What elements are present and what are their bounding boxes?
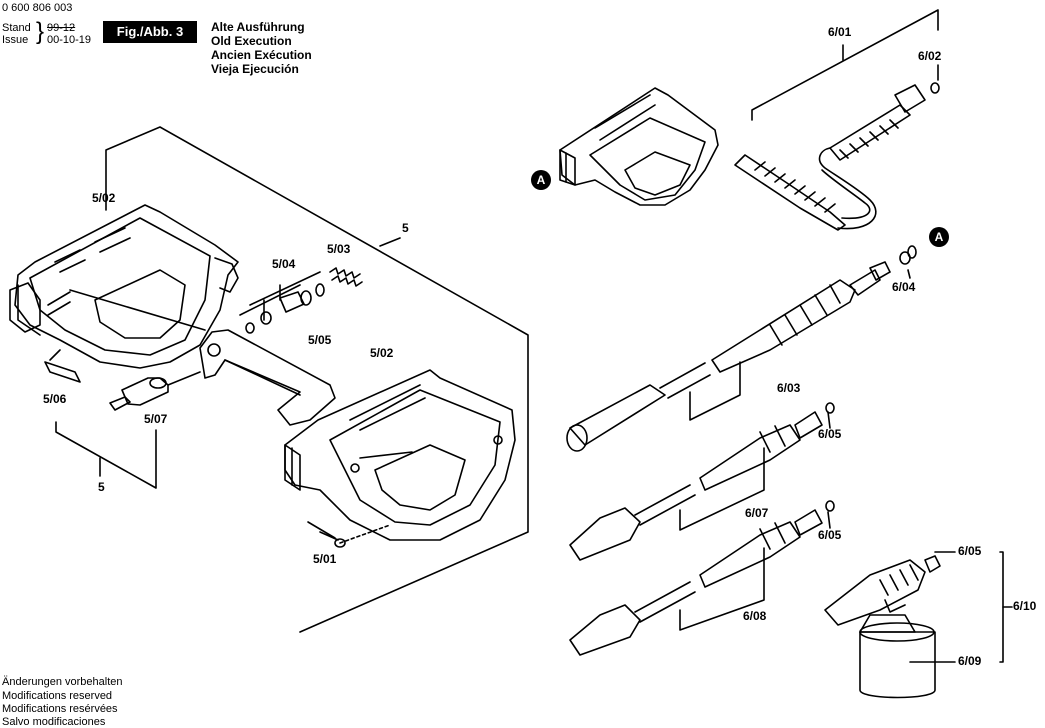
valve-parts [239,267,363,334]
label-6-03: 6/03 [777,381,801,395]
label-5-01: 5/01 [313,552,337,566]
group-6-brackets [679,9,1013,663]
label-6-04: 6/04 [892,280,916,294]
execution-fr: Ancien Exécution [211,48,312,62]
label-5: 5 [402,221,409,235]
label-5-06: 5/06 [43,392,67,406]
label-5-04: 5/04 [272,257,296,271]
label-5-07: 5/07 [144,412,168,426]
footer-de: Änderungen vorbehalten [2,676,123,688]
label-6-02: 6/02 [918,49,942,63]
lance-6-08 [569,500,835,656]
label-6-05-c: 6/05 [958,544,982,558]
execution-de: Alte Ausführung [211,20,305,34]
trigger-lever [199,329,336,426]
handle-housing-right [284,369,516,541]
label-6-05-b: 6/05 [818,528,842,542]
execution-es: Vieja Ejecución [211,62,299,76]
label-5-bottom: 5 [98,480,105,494]
label-5-05: 5/05 [308,333,332,347]
lance-6-03 [566,245,917,452]
label-5-02-top: 5/02 [92,191,116,205]
label-5-02-bottom: 5/02 [370,346,394,360]
brace-icon: } [36,18,45,45]
label-6-05-a: 6/05 [818,427,842,441]
label-5-03: 5/03 [327,242,351,256]
label-6-01: 6/01 [828,25,852,39]
new-date: 00-10-19 [47,34,92,46]
stand-label: Stand [2,22,31,34]
foam-nozzle [824,555,941,699]
label-6-10: 6/10 [1013,599,1037,613]
label-6-08: 6/08 [743,609,767,623]
label-6-09: 6/09 [958,654,982,668]
handle-housing-left [9,204,239,369]
issue-label: Issue [2,34,29,46]
connection-marker-a-right: A [929,227,949,247]
figure-label: Fig./Abb. 3 [103,21,197,43]
connection-marker-a-left: A [531,170,551,190]
screw [307,521,391,548]
footer-es: Salvo modificaciones [2,716,106,728]
hose-fitting [734,82,940,231]
group-5-bracket [55,126,529,633]
small-parts-5-06-07 [44,349,201,411]
execution-en: Old Execution [211,34,292,48]
footer-fr: Modifications resérvées [2,703,118,715]
old-date: 99-12 [47,22,76,34]
lance-6-07 [569,402,835,561]
footer-en: Modifications reserved [2,690,113,702]
old-handle [559,87,719,206]
label-6-07: 6/07 [745,506,769,520]
doc-number: 0 600 806 003 [2,2,73,14]
